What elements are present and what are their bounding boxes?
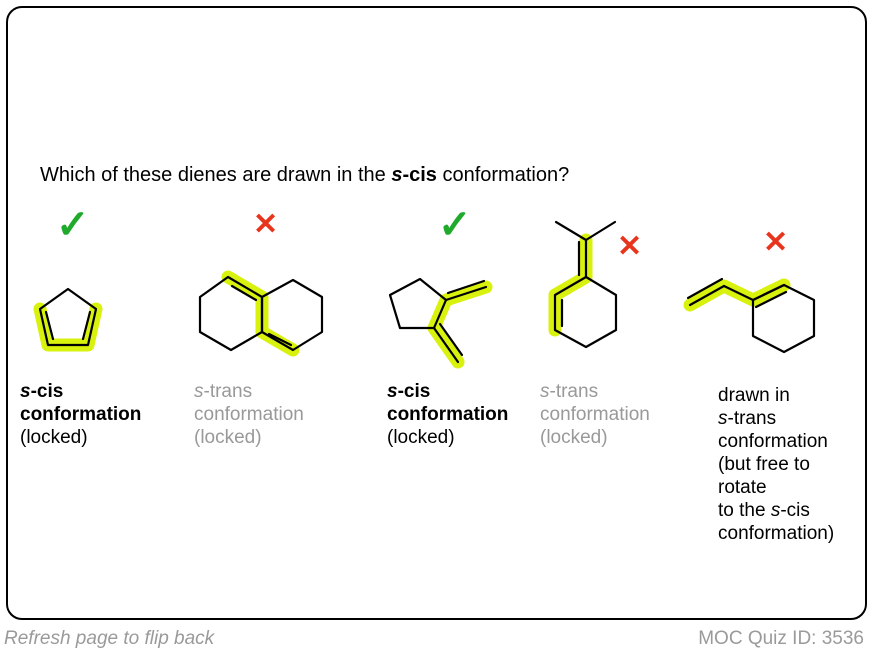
cross-icon-4: ✕ xyxy=(617,230,643,263)
refresh-hint: Refresh page to flip back xyxy=(4,628,215,649)
caption-4: s-trans conformation (locked) xyxy=(540,381,650,448)
question-text: Which of these dienes are drawn in the s… xyxy=(40,164,570,186)
quiz-id: MOC Quiz ID: 3536 xyxy=(698,628,864,649)
check-icon-1: ✓ xyxy=(56,203,90,247)
caption-5: drawn in s-trans conformation (but free … xyxy=(718,385,835,544)
caption-1: s-cis conformation (locked) xyxy=(20,381,142,448)
caption-3: s-cis conformation (locked) xyxy=(387,381,509,448)
cross-icon-2: ✕ xyxy=(253,208,279,241)
caption-2: s-trans conformation (locked) xyxy=(194,381,304,448)
cross-icon-5: ✕ xyxy=(763,226,789,259)
check-icon-3: ✓ xyxy=(438,203,472,247)
